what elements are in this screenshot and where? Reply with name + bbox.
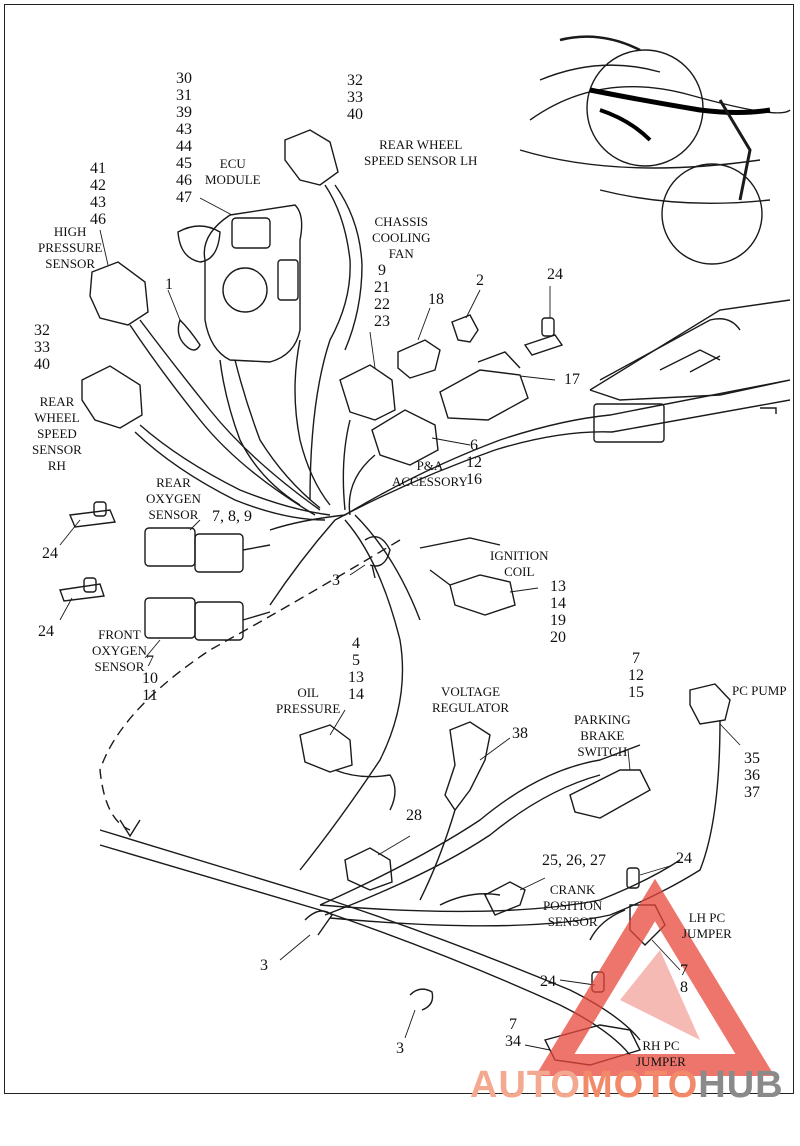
frame-rail [589, 299, 791, 443]
callout-18: 18 [428, 291, 444, 308]
callout-3-middle: 3 [260, 957, 268, 974]
callout-24-left-upper: 24 [42, 545, 58, 562]
ecu-module-drawing [177, 204, 331, 509]
callout-24-left-lower: 24 [38, 623, 54, 640]
connectors [59, 129, 731, 1066]
callout-24-crank: 24 [676, 850, 692, 867]
callout-24-top: 24 [547, 266, 563, 283]
diagram-frame [4, 4, 794, 1094]
callout-24-lower: 24 [540, 973, 556, 990]
callout-17: 17 [564, 371, 580, 388]
main-harness [99, 379, 791, 1056]
callout-28: 28 [406, 807, 422, 824]
watermark-text: AUTOMOTOHUB [470, 1064, 784, 1106]
leader-lines [59, 197, 741, 1051]
callout-1: 1 [165, 276, 173, 293]
callout-38: 38 [512, 725, 528, 742]
rear-o2-callouts: 7, 8, 9 [212, 508, 252, 525]
callout-3-upper: 3 [332, 572, 340, 589]
crank-callouts: 25, 26, 27 [542, 852, 606, 869]
callout-3-lower: 3 [396, 1040, 404, 1057]
callout-2: 2 [476, 272, 484, 289]
pc-pump-label: PC PUMP [732, 683, 787, 698]
watermark-triangle [535, 878, 775, 1076]
motorcycle-inset [519, 35, 791, 265]
